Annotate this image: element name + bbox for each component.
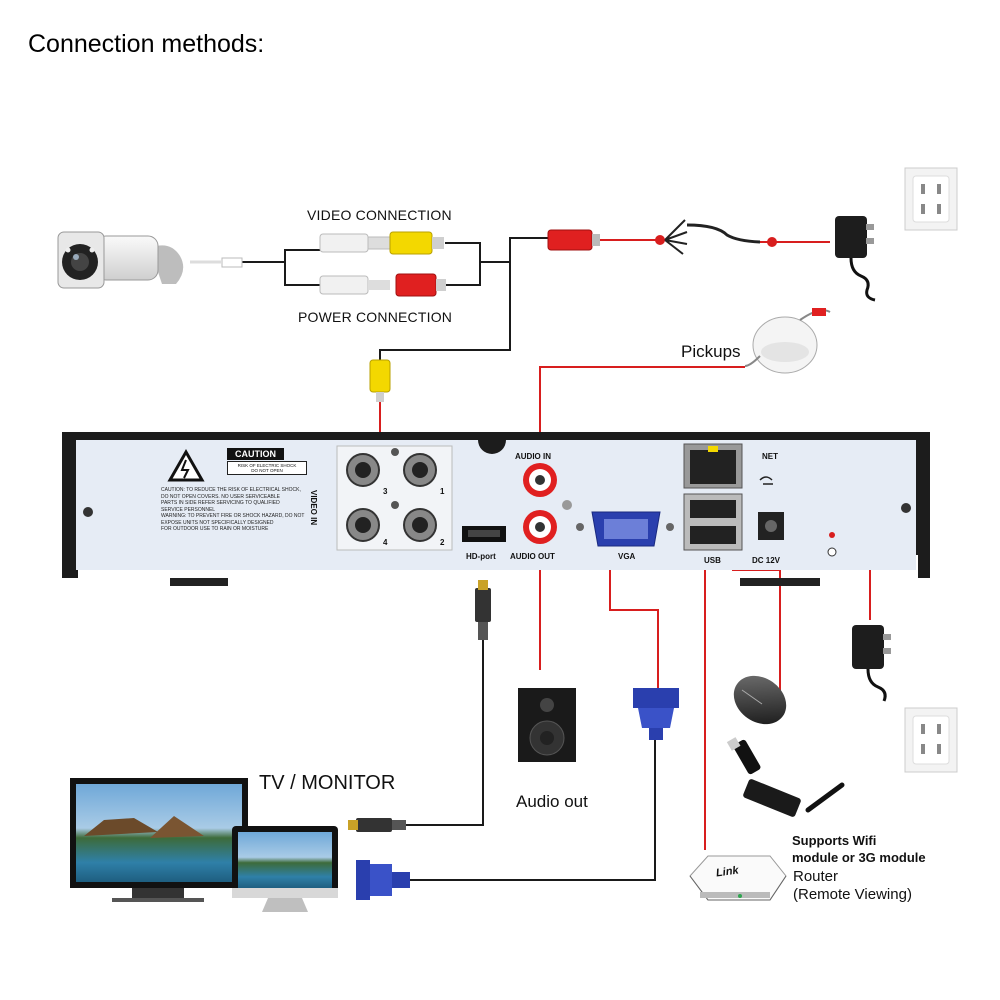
wall-outlet-icon xyxy=(904,167,958,231)
power-adapter-icon xyxy=(835,216,876,302)
bnc-number-3: 3 xyxy=(383,487,388,496)
lan-port-icon xyxy=(683,443,743,489)
tv-monitor-icon xyxy=(70,778,248,902)
bnc-port-3-icon xyxy=(346,453,380,487)
dc-port-label: DC 12V xyxy=(752,556,781,565)
video-connection-label: VIDEO CONNECTION xyxy=(307,207,452,223)
microphone-pickup-icon xyxy=(744,308,831,374)
pickups-label: Pickups xyxy=(681,342,741,361)
page-title: Connection methods: xyxy=(28,30,265,58)
usb-ports-icon xyxy=(683,493,743,551)
power-splitter-icon xyxy=(655,219,777,255)
mouse-icon xyxy=(733,675,787,725)
hdmi-port-icon xyxy=(462,526,506,542)
usb-stick-icon xyxy=(726,737,761,775)
power-adapter-icon xyxy=(852,625,891,702)
caution-label: CAUTION RISK OF ELECTRIC SHOCK DO NOT OP… xyxy=(155,445,325,555)
wifi-module-label: Supports Wifi module or 3G module xyxy=(792,833,926,865)
hdmi-connector-icon xyxy=(348,818,406,832)
caution-subheading: RISK OF ELECTRIC SHOCK DO NOT OPEN xyxy=(227,461,307,475)
vga-port-icon xyxy=(576,511,674,547)
vga-port-label: VGA xyxy=(618,552,636,561)
speaker-icon xyxy=(518,688,576,762)
audio-out-port-label: AUDIO OUT xyxy=(510,552,555,561)
net-port-label: NET xyxy=(762,452,778,461)
caution-heading: CAUTION xyxy=(227,448,284,460)
router-icon xyxy=(689,855,787,901)
audio-out-jack-icon xyxy=(523,510,557,544)
bullet-camera-icon xyxy=(57,231,184,289)
bnc-number-2: 2 xyxy=(440,538,445,547)
tv-monitor-label: TV / MONITOR xyxy=(259,772,396,794)
audio-in-port-label: AUDIO IN xyxy=(515,452,551,461)
bnc-port-1-icon xyxy=(403,453,437,487)
wifi-dongle-icon xyxy=(743,779,845,817)
usb-port-label: USB xyxy=(704,556,721,565)
audio-in-jack-icon xyxy=(523,463,557,497)
vga-connector-icon xyxy=(633,688,679,740)
warning-triangle-icon xyxy=(167,448,205,482)
bnc-port-4-icon xyxy=(346,508,380,542)
hd-port-label: HD-port xyxy=(466,552,496,561)
laptop-monitor-icon xyxy=(232,826,338,912)
router-label: Router (Remote Viewing) xyxy=(793,868,912,903)
video-rca-connector-icon xyxy=(319,231,444,255)
hdmi-connector-icon xyxy=(475,580,491,640)
audio-out-label: Audio out xyxy=(516,792,588,811)
wall-outlet-icon xyxy=(904,707,958,773)
dc-port-icon xyxy=(758,476,784,540)
camera-cable-icon xyxy=(190,257,243,268)
bnc-number-4: 4 xyxy=(383,538,388,547)
caution-text: CAUTION: TO REDUCE THE RISK OF ELECTRICA… xyxy=(161,487,305,532)
power-rca-connector-icon xyxy=(319,273,446,297)
yellow-rca-plug-icon xyxy=(369,359,391,402)
power-connection-label: POWER CONNECTION xyxy=(298,309,453,325)
vga-connector-icon xyxy=(356,860,410,900)
bnc-port-2-icon xyxy=(403,508,437,542)
video-in-bnc-block xyxy=(336,445,453,551)
red-power-plug-icon xyxy=(547,229,600,251)
bnc-number-1: 1 xyxy=(440,487,445,496)
